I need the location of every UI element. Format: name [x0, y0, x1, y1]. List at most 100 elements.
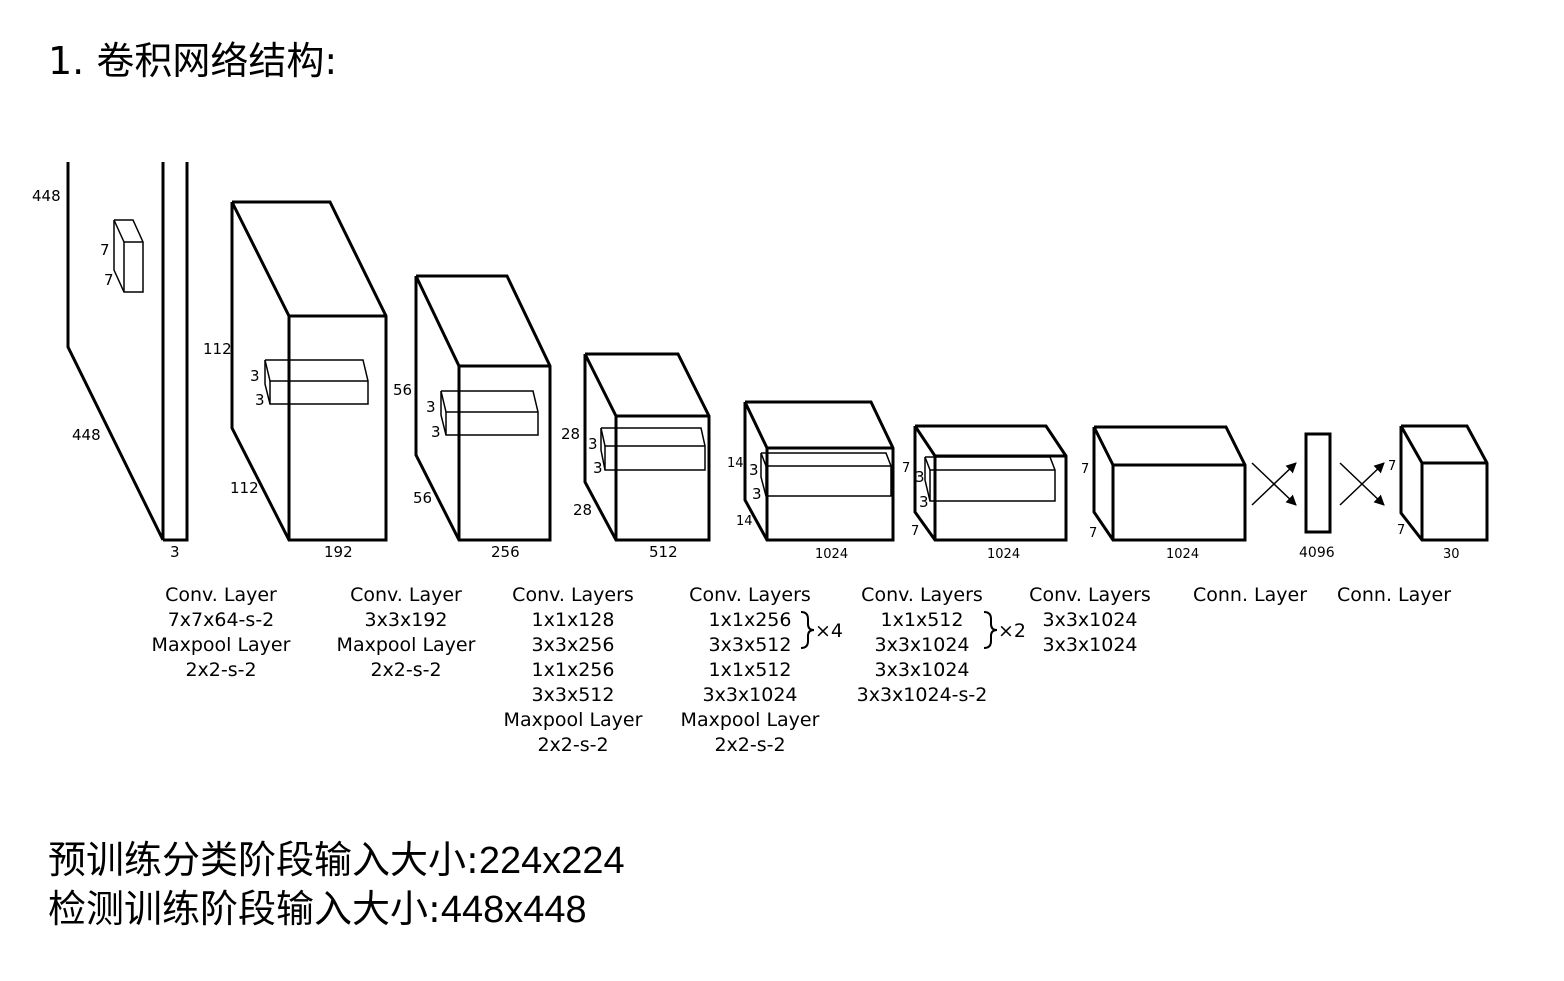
- page-title: 1. 卷积网络结构:: [48, 39, 338, 83]
- caption-line: 2x2-s-2: [370, 659, 442, 681]
- block2-height-label: 56: [393, 381, 412, 399]
- caption-line: 3x3x512: [531, 684, 615, 706]
- detect-label: 检测训练阶段输入大小:: [48, 887, 441, 931]
- output-volume: [1399, 424, 1489, 542]
- caption-line: 3x3x1024: [1042, 609, 1138, 631]
- output-height-label: 7: [1388, 459, 1396, 474]
- kernel-cube-1: [264, 359, 369, 405]
- block2-kernel-h-label: 3: [426, 398, 436, 416]
- input-depth-label: 3: [170, 543, 180, 561]
- block4-width-label: 14: [736, 514, 753, 529]
- caption-line: 2x2-s-2: [537, 734, 609, 756]
- block4-kernel-h-label: 3: [749, 461, 759, 479]
- caption-line: Conn. Layer: [1192, 584, 1308, 606]
- block4-depth-label: 1024: [815, 547, 848, 562]
- caption-line: 1x1x512: [708, 659, 792, 681]
- input-kernel-cube: [113, 219, 144, 293]
- input-volume: [66, 162, 189, 542]
- conv-volume-2: [414, 274, 552, 542]
- repeat-brace-2: [983, 611, 998, 649]
- block5-width-label: 7: [911, 524, 919, 539]
- pretrain-label: 预训练分类阶段输入大小:: [48, 838, 479, 882]
- caption-line: Maxpool Layer: [151, 634, 291, 656]
- conv-volume-1: [230, 200, 388, 542]
- kernel-cube-2: [440, 390, 539, 436]
- connection-arrows-1: [1251, 462, 1297, 506]
- conv-volume-6: [1092, 425, 1247, 542]
- caption-layer-3: Conv. Layers 1x1x128 3x3x256 1x1x256 3x3…: [493, 583, 653, 758]
- caption-layer-4: Conv. Layers 1x1x256 3x3x512 1x1x512 3x3…: [670, 583, 830, 758]
- connection-arrows-2: [1339, 462, 1385, 506]
- block5-kernel-w-label: 3: [919, 493, 929, 511]
- block1-height-label: 112: [203, 340, 232, 358]
- kernel-cube-4: [760, 452, 892, 497]
- caption-line: Conv. Layer: [350, 584, 462, 606]
- block6-width-label: 7: [1089, 526, 1097, 541]
- caption-line: 2x2-s-2: [714, 734, 786, 756]
- caption-line: Maxpool Layer: [336, 634, 476, 656]
- caption-layer-2: Conv. Layer 3x3x192 Maxpool Layer 2x2-s-…: [326, 583, 486, 683]
- caption-line: Maxpool Layer: [680, 709, 820, 731]
- caption-line: 2x2-s-2: [185, 659, 257, 681]
- caption-line: 3x3x256: [531, 634, 615, 656]
- detect-value: 448x448: [440, 889, 587, 931]
- kernel-cube-3: [600, 427, 706, 471]
- pretrain-value: 224x224: [478, 840, 625, 882]
- repeat-label-x2: ×2: [998, 620, 1026, 642]
- block5-depth-label: 1024: [987, 547, 1020, 562]
- caption-layer-6: Conv. Layers 3x3x1024 3x3x1024: [1010, 583, 1170, 658]
- caption-line: Conv. Layers: [1029, 584, 1151, 606]
- caption-layer-1: Conv. Layer 7x7x64-s-2 Maxpool Layer 2x2…: [141, 583, 301, 683]
- caption-line: 3x3x1024: [874, 659, 970, 681]
- block4-kernel-w-label: 3: [752, 485, 762, 503]
- block6-height-label: 7: [1081, 462, 1089, 477]
- caption-layer-7: Conn. Layer: [1170, 583, 1330, 608]
- conv-volume-5: [913, 424, 1068, 542]
- caption-line: 1x1x512: [880, 609, 964, 631]
- caption-line: Maxpool Layer: [503, 709, 643, 731]
- block2-width-label: 56: [413, 489, 432, 507]
- caption-line: 7x7x64-s-2: [167, 609, 275, 631]
- conv-volume-3: [583, 352, 711, 542]
- repeat-brace-1: [800, 611, 815, 649]
- input-kernel-w-label: 7: [104, 271, 114, 289]
- caption-layer-5: Conv. Layers 1x1x512 3x3x1024 3x3x1024 3…: [842, 583, 1002, 708]
- caption-line: 3x3x512: [708, 634, 792, 656]
- fc-size-label: 4096: [1299, 545, 1335, 561]
- block3-depth-label: 512: [649, 543, 678, 561]
- block3-width-label: 28: [573, 501, 592, 519]
- block2-kernel-w-label: 3: [431, 423, 441, 441]
- fc-layer-4096: [1304, 432, 1332, 534]
- input-kernel-h-label: 7: [100, 241, 110, 259]
- block3-kernel-w-label: 3: [593, 459, 603, 477]
- caption-line: Conv. Layers: [689, 584, 811, 606]
- caption-line: 3x3x1024: [874, 634, 970, 656]
- kernel-cube-5: [924, 456, 1056, 502]
- caption-line: 1x1x256: [708, 609, 792, 631]
- caption-line: Conv. Layers: [861, 584, 983, 606]
- caption-line: Conn. Layer: [1336, 584, 1452, 606]
- conv-volume-4: [743, 400, 895, 542]
- repeat-label-x4: ×4: [815, 620, 843, 642]
- output-width-label: 7: [1397, 523, 1405, 538]
- caption-line: 3x3x192: [364, 609, 448, 631]
- caption-line: 3x3x1024: [1042, 634, 1138, 656]
- block5-kernel-h-label: 3: [915, 468, 925, 486]
- caption-line: 1x1x256: [531, 659, 615, 681]
- caption-line: 3x3x1024: [702, 684, 798, 706]
- block3-kernel-h-label: 3: [588, 435, 598, 453]
- caption-layer-8: Conn. Layer: [1314, 583, 1474, 608]
- block5-height-label: 7: [902, 461, 910, 476]
- output-depth-label: 30: [1443, 547, 1460, 562]
- detect-input-size: 检测训练阶段输入大小:448x448: [48, 885, 587, 934]
- block6-depth-label: 1024: [1166, 547, 1199, 562]
- block1-width-label: 112: [230, 479, 259, 497]
- block1-depth-label: 192: [324, 543, 353, 561]
- caption-line: 1x1x128: [531, 609, 615, 631]
- input-width-label: 448: [72, 426, 101, 444]
- block1-kernel-w-label: 3: [255, 391, 265, 409]
- input-height-label: 448: [32, 187, 61, 205]
- caption-line: Conv. Layer: [165, 584, 277, 606]
- pretrain-input-size: 预训练分类阶段输入大小:224x224: [48, 836, 625, 885]
